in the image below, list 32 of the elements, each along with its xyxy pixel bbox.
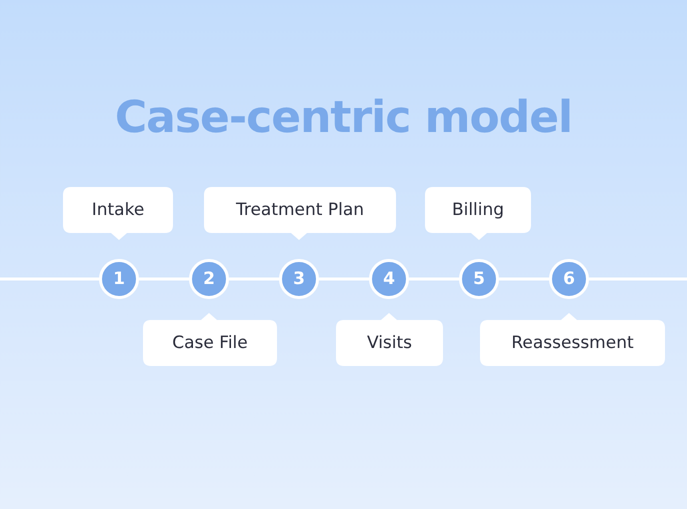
timeline-line bbox=[319, 278, 369, 280]
timeline-line bbox=[409, 278, 459, 280]
callout-bubble bbox=[143, 313, 277, 366]
step-number: 3 bbox=[293, 270, 305, 288]
callout-bubble bbox=[336, 313, 443, 366]
timeline-line bbox=[499, 278, 549, 280]
callout-bubble bbox=[480, 313, 665, 366]
step-label: Treatment Plan bbox=[236, 200, 364, 220]
timeline-line bbox=[589, 278, 687, 280]
step-label: Case File bbox=[172, 333, 248, 353]
step-label: Visits bbox=[366, 333, 412, 353]
step-marker bbox=[189, 259, 229, 299]
step-marker bbox=[369, 259, 409, 299]
callout-bubble bbox=[204, 187, 396, 240]
step-marker bbox=[459, 259, 499, 299]
step-marker bbox=[99, 259, 139, 299]
callout-bubble bbox=[63, 187, 173, 240]
step-number: 4 bbox=[383, 270, 395, 288]
step-number: 1 bbox=[113, 270, 125, 288]
title: Case-centric model bbox=[114, 94, 572, 142]
step-marker bbox=[279, 259, 319, 299]
step-number: 2 bbox=[203, 270, 215, 288]
step-label: Billing bbox=[452, 200, 504, 220]
step-label: Reassessment bbox=[511, 333, 634, 353]
step-label: Intake bbox=[92, 200, 144, 220]
timeline-line bbox=[0, 278, 99, 280]
step-number: 6 bbox=[563, 270, 575, 288]
timeline-line bbox=[139, 278, 189, 280]
step-number: 5 bbox=[473, 270, 485, 288]
timeline-line bbox=[229, 278, 279, 280]
callout-bubble bbox=[425, 187, 531, 240]
step-marker bbox=[549, 259, 589, 299]
